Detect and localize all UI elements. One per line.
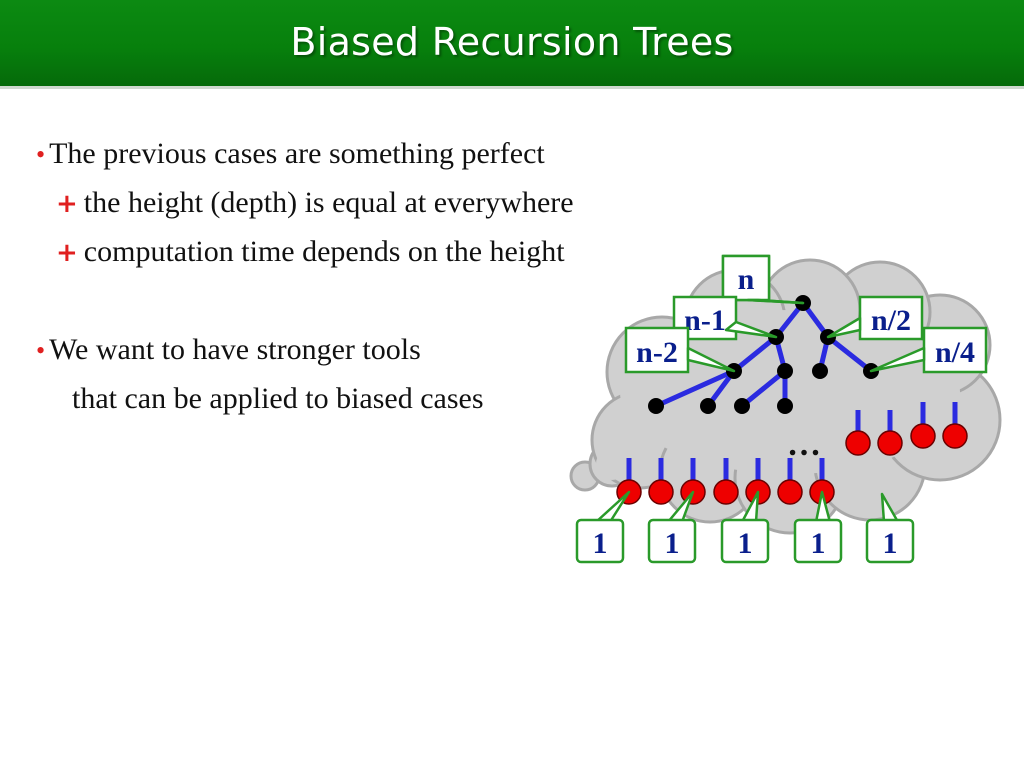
leaf-callout: 1 xyxy=(575,490,631,564)
bullet-1: •The previous cases are something perfec… xyxy=(36,137,545,172)
bullet-dot-icon: • xyxy=(36,140,46,169)
bullet-1-text: The previous cases are something perfect xyxy=(49,137,545,170)
plus-icon: + xyxy=(56,238,78,268)
leaf-label: 1 xyxy=(665,527,680,560)
label-n: n xyxy=(738,263,755,296)
leaf-stems xyxy=(626,402,958,480)
label-n-2: n-2 xyxy=(636,336,678,369)
leaf-callout: 1 xyxy=(720,490,770,564)
leaf-label: 1 xyxy=(883,527,898,560)
callout-n-2: n-2 xyxy=(624,326,736,374)
sub-bullet-2-text: computation time depends on the height xyxy=(83,235,565,268)
label-n-quarter: n/4 xyxy=(935,336,975,369)
plus-icon: + xyxy=(56,189,78,219)
bullet-dot-icon: • xyxy=(36,336,46,365)
leaf-nodes xyxy=(616,423,968,505)
callout-n: n xyxy=(721,254,805,305)
leaf-label: 1 xyxy=(738,527,753,560)
slide-header: Biased Recursion Trees xyxy=(0,0,1024,89)
label-n-half: n/2 xyxy=(871,304,911,337)
leaf-label: 1 xyxy=(811,527,826,560)
bullet-2-text: We want to have stronger tools xyxy=(49,333,421,366)
sub-bullet-1-text: the height (depth) is equal at everywher… xyxy=(83,186,574,219)
leaf-callout: 1 xyxy=(865,492,915,564)
leaf-callout: 1 xyxy=(793,490,843,564)
ellipsis-mark: … xyxy=(787,426,821,463)
slide-title: Biased Recursion Trees xyxy=(290,20,734,64)
bullet-2: •We want to have stronger tools xyxy=(36,333,421,368)
label-n-1: n-1 xyxy=(684,304,726,337)
sub-bullet-1: +the height (depth) is equal at everywhe… xyxy=(56,186,574,221)
leaf-callout: 1 xyxy=(647,490,697,564)
bullet-2-continuation: that can be applied to biased cases xyxy=(72,382,484,415)
callout-n-quarter: n/4 xyxy=(869,326,988,374)
callout-n-half: n/2 xyxy=(826,295,924,341)
sub-bullet-2: +computation time depends on the height xyxy=(56,235,565,270)
leaf-label: 1 xyxy=(593,527,608,560)
